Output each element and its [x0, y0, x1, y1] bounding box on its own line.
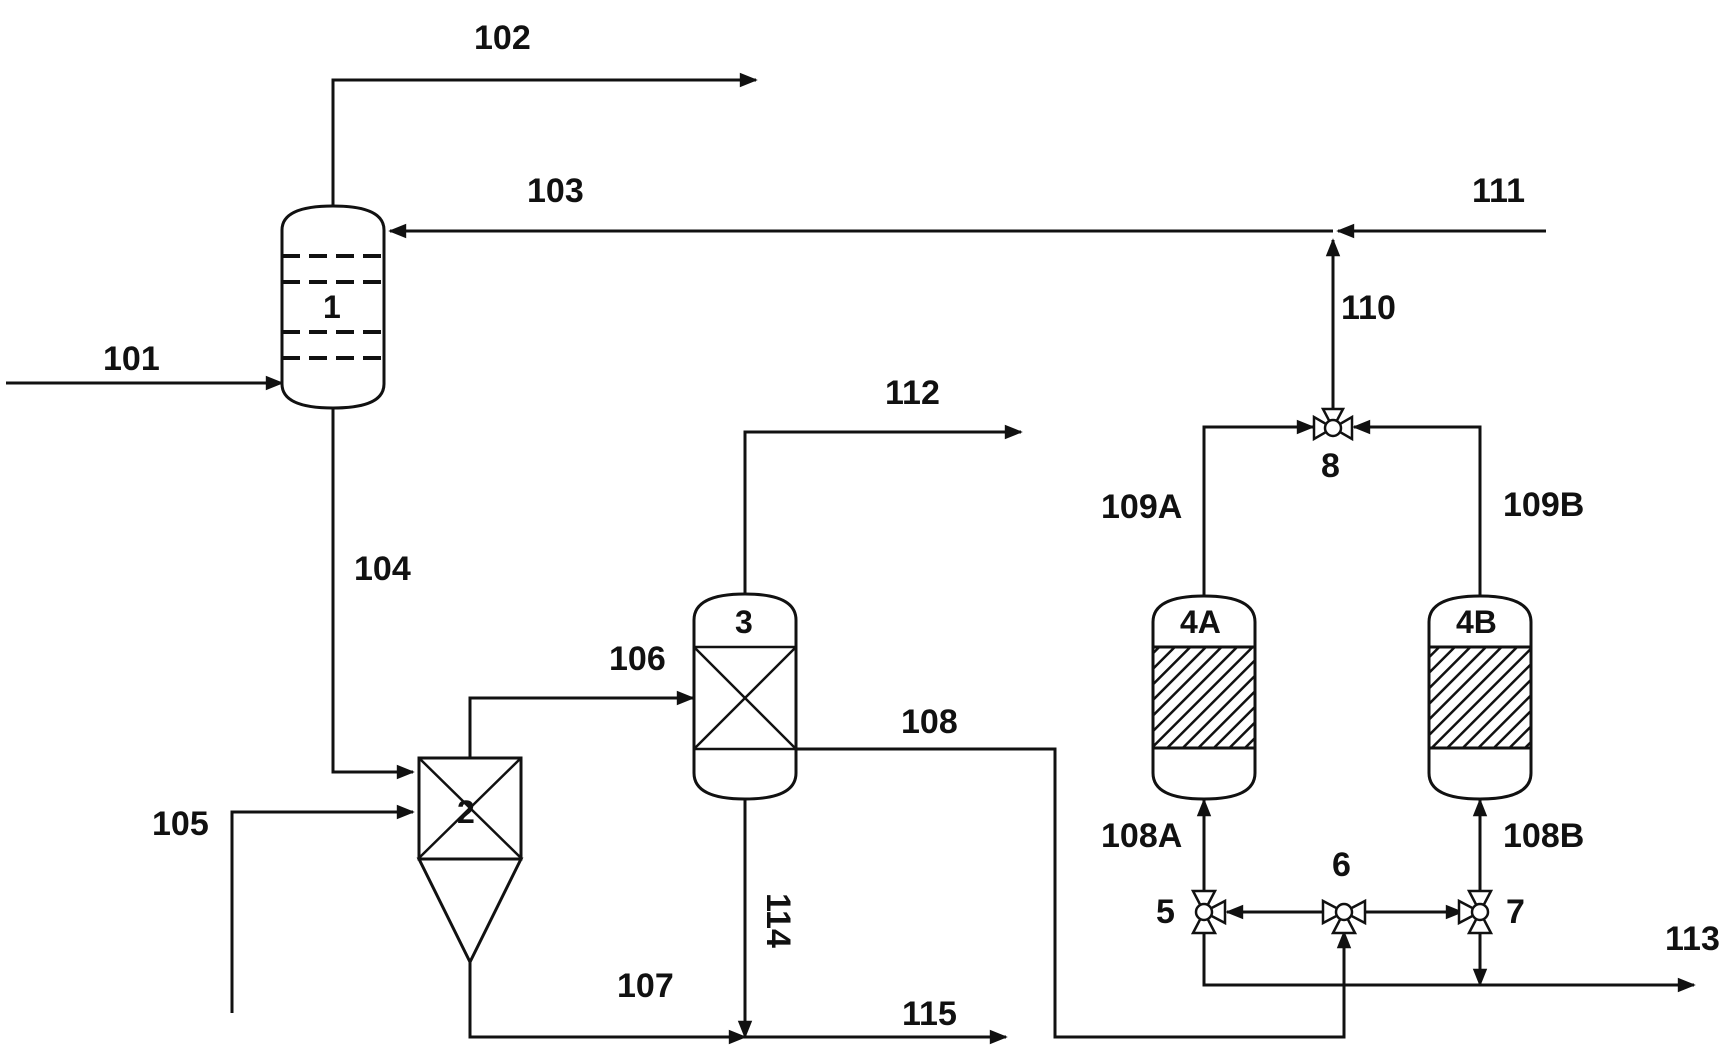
label-stream-107: 107: [617, 967, 674, 1005]
label-unit-1: 1: [323, 289, 341, 325]
label-stream-115: 115: [902, 995, 957, 1033]
stream-109A-line: [1202, 419, 1315, 596]
label-stream-111: 111: [1472, 172, 1525, 210]
label-valve-8: 8: [1321, 447, 1340, 485]
label-stream-102: 102: [474, 19, 531, 57]
label-stream-103: 103: [527, 172, 584, 210]
label-stream-109B: 109B: [1503, 486, 1584, 524]
stream-109B-line: [1352, 419, 1482, 596]
column-unit-1: [280, 204, 386, 410]
stream-108-line: [795, 747, 1352, 1039]
label-stream-108B: 108B: [1503, 817, 1584, 855]
label-unit-3: 3: [735, 604, 753, 640]
label-stream-106: 106: [609, 640, 666, 678]
adsorber-unit-4A: [1151, 594, 1257, 801]
valve-5-icon[interactable]: [1190, 889, 1227, 935]
label-stream-114: 114: [759, 893, 797, 948]
stream-113-line: [1202, 934, 1696, 993]
label-valve-7: 7: [1506, 893, 1525, 931]
valve-7-icon[interactable]: [1457, 889, 1494, 935]
stream-102-line: [331, 72, 758, 206]
stream-107-line: [468, 962, 747, 1045]
stream-112-line: [743, 424, 1023, 593]
label-stream-104: 104: [354, 550, 411, 588]
adsorber-unit-4B: [1427, 594, 1533, 801]
label-stream-105: 105: [152, 805, 209, 843]
stream-106-line: [468, 690, 695, 758]
label-valve-6: 6: [1332, 846, 1351, 884]
separator-unit-2: [416, 756, 524, 966]
label-stream-108A: 108A: [1101, 817, 1182, 855]
label-unit-2: 2: [457, 794, 475, 830]
label-stream-113: 113: [1665, 920, 1720, 958]
label-unit-4A: 4A: [1180, 604, 1221, 640]
label-stream-101: 101: [103, 340, 160, 378]
label-valve-5: 5: [1156, 893, 1175, 931]
stream-105-line: [230, 804, 415, 1013]
valve-8-icon[interactable]: [1312, 407, 1354, 442]
label-stream-112: 112: [885, 374, 940, 412]
label-stream-108: 108: [901, 703, 958, 741]
label-stream-109A: 109A: [1101, 488, 1182, 526]
reactor-unit-3: [692, 592, 798, 801]
label-unit-4B: 4B: [1456, 604, 1497, 640]
label-stream-110: 110: [1341, 289, 1396, 327]
stream-104-line: [331, 408, 415, 780]
valve-6-icon[interactable]: [1321, 898, 1367, 935]
